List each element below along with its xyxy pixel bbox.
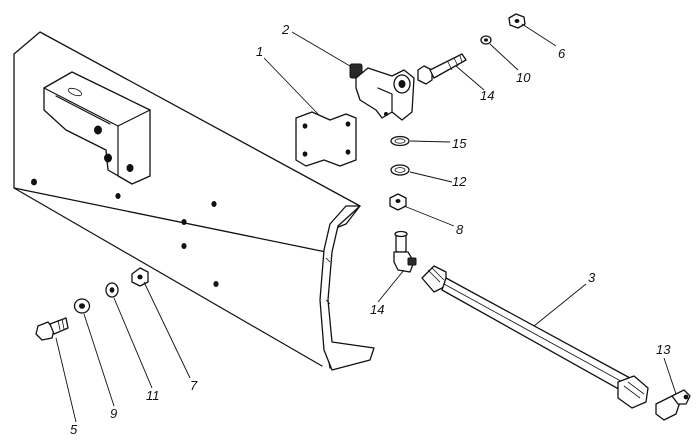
frame-bracket [43,71,151,185]
callout-labels: 1 2 3 5 6 7 8 9 10 11 12 13 14 14 15 [70,22,671,437]
part-2-valve [349,63,415,121]
label-14b: 14 [370,302,384,317]
leader-lines [55,23,677,423]
label-7: 7 [190,378,198,393]
part-12-washer [390,164,410,176]
part-14-bolt-upper [417,53,467,85]
label-2: 2 [281,22,290,37]
label-3: 3 [588,270,596,285]
label-8: 8 [456,222,464,237]
part-7-nut [131,267,149,287]
part-3-hose [421,265,649,409]
label-15: 15 [452,136,467,151]
label-6: 6 [558,46,566,61]
label-10: 10 [516,70,531,85]
part-11-washer [105,282,119,298]
label-12: 12 [452,174,467,189]
part-6-nut [508,13,526,29]
part-8-nut [389,193,407,211]
part-15-ring [390,135,410,147]
part-10-washer [480,35,492,45]
label-11: 11 [146,388,160,403]
label-14a: 14 [480,88,494,103]
label-1: 1 [256,44,263,59]
label-9: 9 [110,406,117,421]
part-9-washer [73,298,91,314]
part-13-elbow [655,389,691,421]
label-13: 13 [656,342,671,357]
label-5: 5 [70,422,78,437]
part-14-elbow-fitting [393,230,417,273]
part-5-bolt [35,317,69,341]
part-1-bracket-plate [295,111,357,167]
